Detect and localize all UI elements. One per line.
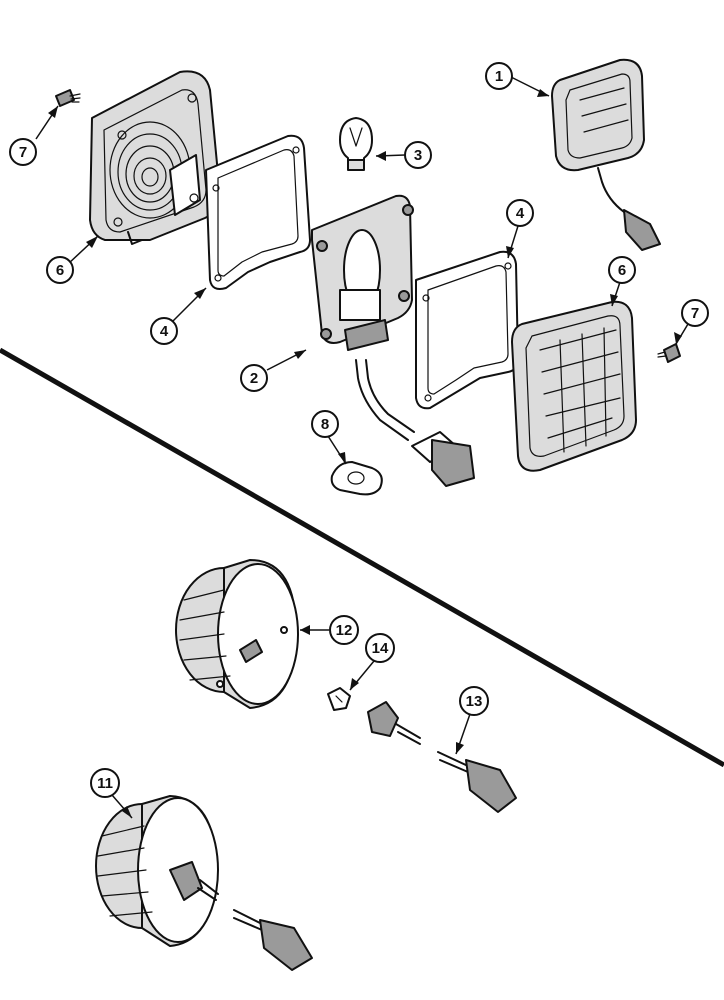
callout-6-left: 6 bbox=[46, 256, 74, 284]
gasket-right bbox=[415, 250, 519, 410]
svg-text:11: 11 bbox=[97, 775, 113, 792]
svg-text:14: 14 bbox=[372, 640, 389, 657]
svg-text:13: 13 bbox=[466, 693, 483, 710]
lamp-housing-rear bbox=[89, 70, 222, 245]
grommet-plate bbox=[330, 461, 383, 496]
callout-arrowheads bbox=[48, 89, 682, 818]
callout-6-right: 6 bbox=[608, 256, 636, 284]
callout-2: 2 bbox=[240, 364, 268, 392]
callout-13: 13 bbox=[459, 686, 489, 716]
round-lamp-lower bbox=[95, 795, 313, 971]
svg-text:4: 4 bbox=[160, 323, 169, 340]
callout-14: 14 bbox=[365, 633, 395, 663]
svg-text:8: 8 bbox=[321, 416, 329, 433]
connector-13 bbox=[437, 751, 517, 813]
callout-7-left: 7 bbox=[9, 138, 37, 166]
callout-12: 12 bbox=[329, 615, 359, 645]
small-bulb bbox=[327, 687, 351, 711]
svg-text:1: 1 bbox=[495, 68, 503, 85]
svg-text:4: 4 bbox=[516, 205, 525, 222]
screw-right bbox=[657, 343, 681, 363]
svg-text:2: 2 bbox=[250, 370, 258, 387]
svg-text:7: 7 bbox=[691, 305, 699, 322]
lamp-lens-right bbox=[511, 300, 637, 472]
callout-11: 11 bbox=[90, 768, 120, 798]
screw-upper-left bbox=[55, 89, 81, 107]
svg-text:3: 3 bbox=[414, 147, 422, 164]
callout-8: 8 bbox=[311, 410, 339, 438]
callout-4-left: 4 bbox=[150, 317, 178, 345]
svg-text:7: 7 bbox=[19, 144, 27, 161]
svg-text:6: 6 bbox=[618, 262, 626, 279]
section-divider-line bbox=[0, 347, 724, 768]
lamp-assembly bbox=[551, 58, 661, 251]
callout-1: 1 bbox=[485, 62, 513, 90]
callout-4-right: 4 bbox=[506, 199, 534, 227]
svg-text:12: 12 bbox=[336, 622, 353, 639]
bulb bbox=[339, 117, 373, 171]
gasket-left bbox=[205, 134, 311, 290]
callout-3: 3 bbox=[404, 141, 432, 169]
lamp-base-plate bbox=[311, 194, 475, 487]
round-lamp-upper bbox=[175, 559, 299, 709]
bulb-socket bbox=[367, 701, 421, 745]
svg-text:6: 6 bbox=[56, 262, 64, 279]
callout-7-right: 7 bbox=[681, 299, 709, 327]
